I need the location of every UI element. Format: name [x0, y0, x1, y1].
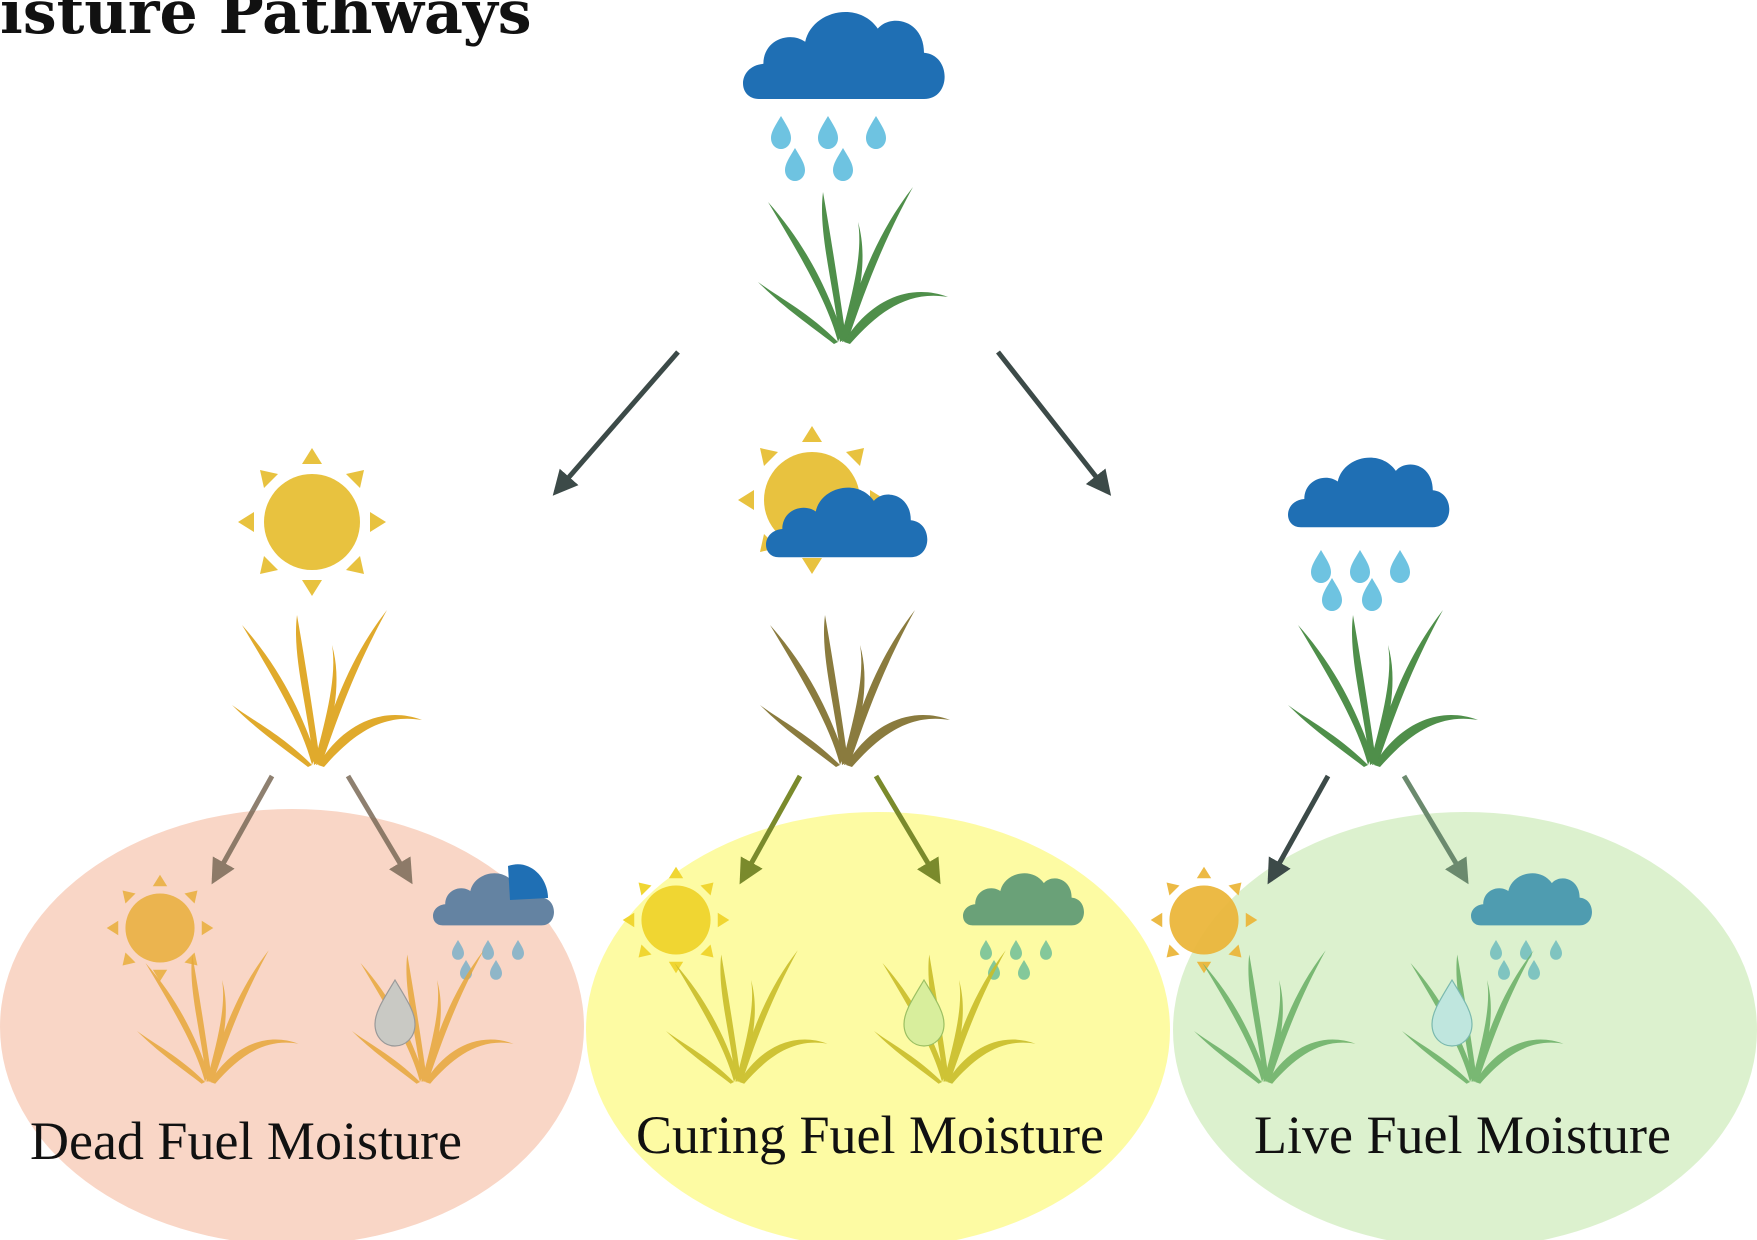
page-title: oisture Pathways — [0, 0, 532, 48]
arrow-curing-wet — [873, 774, 941, 885]
live-grass-icon — [1288, 610, 1478, 767]
partly-cloudy-icon — [738, 426, 928, 574]
arrow-curing-dry — [739, 774, 803, 885]
rain-drops-icon — [771, 116, 886, 181]
arrow-dead-wet — [345, 774, 413, 885]
arrow-dead-dry — [211, 774, 275, 885]
arrow-live-wet — [1401, 774, 1469, 885]
rain-drops-live-icon — [1311, 550, 1410, 611]
live-fuel-label: Live Fuel Moisture — [1254, 1105, 1671, 1165]
rain-cloud-live-icon — [1288, 457, 1450, 528]
dead-grass-icon — [232, 610, 422, 767]
arrow-to-dead — [552, 350, 680, 496]
rain-cloud-icon — [743, 12, 945, 100]
sun-icon — [238, 448, 386, 596]
curing-grass-icon — [760, 610, 950, 767]
curing-fuel-label: Curing Fuel Moisture — [636, 1105, 1104, 1165]
arrow-to-live — [996, 350, 1112, 496]
grass-icon — [758, 187, 948, 344]
dead-fuel-label: Dead Fuel Moisture — [30, 1111, 462, 1171]
arrow-live-dry — [1267, 774, 1331, 885]
